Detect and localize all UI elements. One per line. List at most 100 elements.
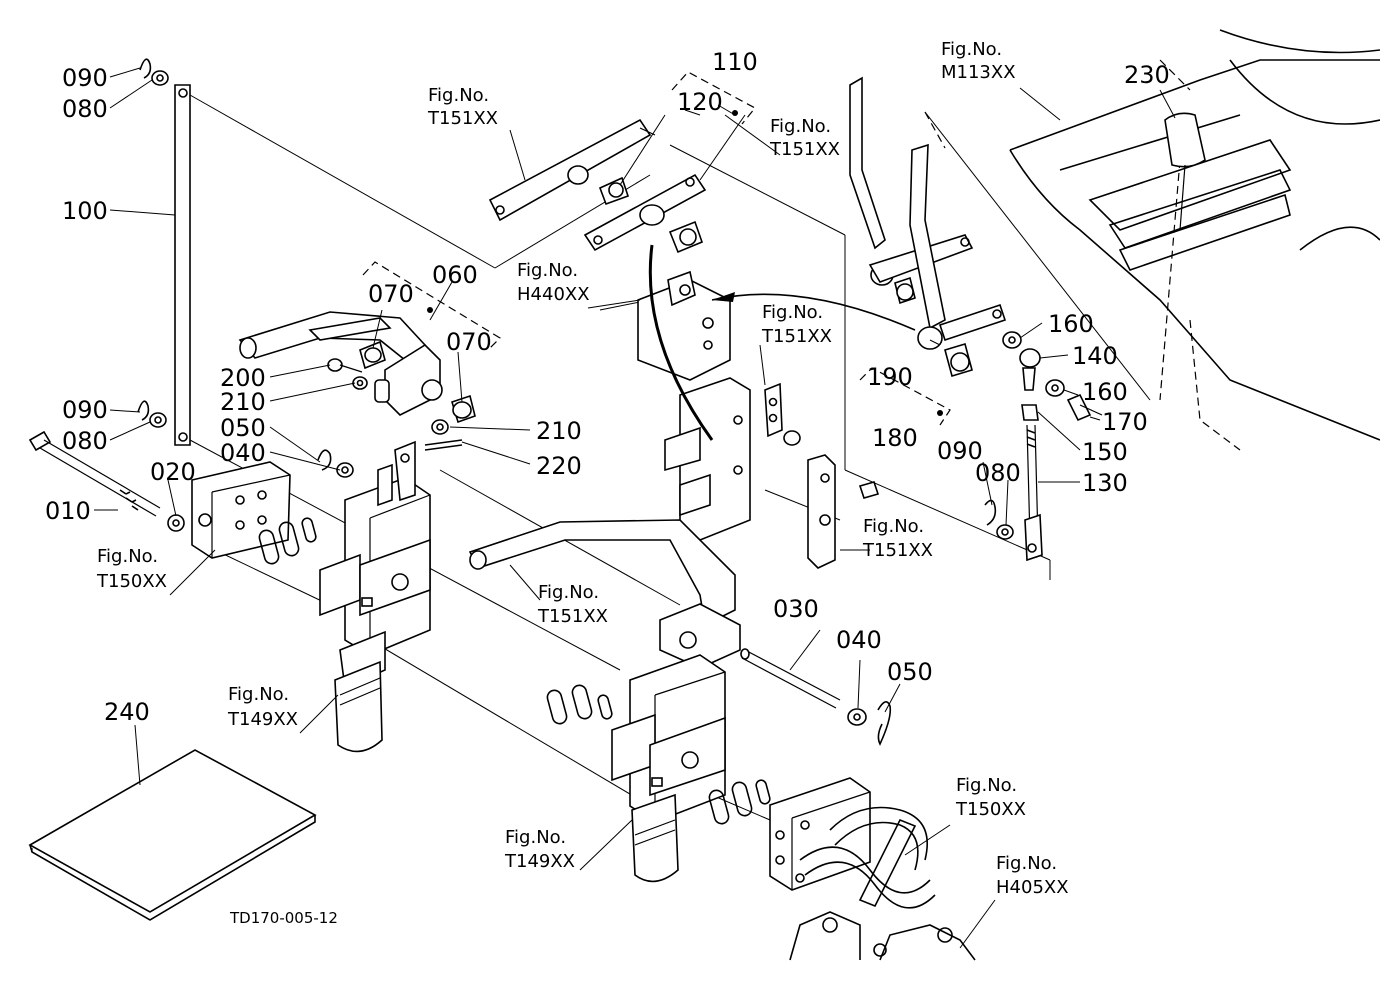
fig-prefix-3: Fig.No. xyxy=(941,39,1002,60)
owners-manual-240 xyxy=(28,749,317,921)
bracket-arm-right xyxy=(764,382,880,569)
label-080-mid: 080 xyxy=(62,427,108,455)
pin-090-mid xyxy=(137,400,150,421)
label-020: 020 xyxy=(150,458,196,486)
fig-ref-t150-right: T150XX xyxy=(955,799,1026,820)
control-valve-left xyxy=(319,440,431,753)
fig-prefix-8: Fig.No. xyxy=(538,582,599,603)
label-170: 170 xyxy=(1102,408,1148,436)
label-120: 120 xyxy=(677,88,723,116)
lift-link-rod-100 xyxy=(174,84,191,446)
fig-ref-t151-lower: T151XX xyxy=(537,606,608,627)
fig-prefix-2: Fig.No. xyxy=(770,116,831,137)
label-080-top: 080 xyxy=(62,95,108,123)
label-050-left: 050 xyxy=(220,414,266,442)
label-090-mid: 090 xyxy=(62,396,108,424)
fig-ref-t151-upper-right: T151XX xyxy=(769,139,840,160)
rod-130 xyxy=(1024,424,1043,562)
washer-160-a xyxy=(1002,331,1022,349)
pin-050-right xyxy=(877,701,892,746)
control-lever-center xyxy=(468,519,741,669)
label-240: 240 xyxy=(104,698,150,726)
label-030: 030 xyxy=(773,595,819,623)
label-090-top: 090 xyxy=(62,64,108,92)
label-160-a: 160 xyxy=(1048,310,1094,338)
label-230: 230 xyxy=(1124,61,1170,89)
label-140: 140 xyxy=(1072,342,1118,370)
label-110: 110 xyxy=(712,48,758,76)
label-210-right: 210 xyxy=(536,417,582,445)
washer-040-right xyxy=(847,708,867,726)
washer-210-left xyxy=(352,376,368,390)
label-180: 180 xyxy=(872,424,918,452)
label-040-left: 040 xyxy=(220,439,266,467)
label-190: 190 xyxy=(867,363,913,391)
fender-console xyxy=(1009,29,1380,451)
label-050-right: 050 xyxy=(887,658,933,686)
fig-ref-t150-left: T150XX xyxy=(96,571,167,592)
pin-030 xyxy=(740,648,841,709)
label-220: 220 xyxy=(536,452,582,480)
o-rings-left xyxy=(258,517,317,565)
washer-080-mid xyxy=(149,412,167,428)
fig-ref-t151-right: T151XX xyxy=(862,540,933,561)
ball-joint-140 xyxy=(1019,348,1041,391)
o-rings-right xyxy=(708,779,771,825)
bolt-010 xyxy=(28,430,161,517)
fig-prefix-1: Fig.No. xyxy=(428,85,489,106)
lever-knob-230 xyxy=(1164,112,1206,231)
bushing-110b xyxy=(668,220,704,254)
washer-160-b xyxy=(1045,379,1065,397)
fig-ref-t149-center: T149XX xyxy=(504,851,575,872)
fig-prefix-9: Fig.No. xyxy=(228,684,289,705)
fig-ref-t151-top: T151XX xyxy=(427,108,498,129)
fig-prefix-11: Fig.No. xyxy=(956,775,1017,796)
bolt-170 xyxy=(1066,393,1103,422)
fig-prefix-12: Fig.No. xyxy=(996,853,1057,874)
label-080-right: 080 xyxy=(975,459,1021,487)
bushing-190 xyxy=(894,276,916,305)
bushing-120 xyxy=(598,176,630,206)
fig-prefix-10: Fig.No. xyxy=(505,827,566,848)
pin-090-top xyxy=(139,58,152,79)
label-130: 130 xyxy=(1082,469,1128,497)
bushing-070-right xyxy=(451,394,476,424)
link-plate-110 xyxy=(583,173,707,252)
link-plate-upper xyxy=(488,118,656,222)
fig-ref-m113: M113XX xyxy=(941,62,1016,83)
washer-080-right xyxy=(996,524,1014,540)
fig-ref-t151-mid: T151XX xyxy=(761,326,832,347)
label-150: 150 xyxy=(1082,438,1128,466)
bushing-070-left xyxy=(359,340,386,370)
hydraulic-hoses xyxy=(789,806,976,961)
fig-prefix-4: Fig.No. xyxy=(517,260,578,281)
fig-ref-t149-left: T149XX xyxy=(227,709,298,730)
label-040-right: 040 xyxy=(836,626,882,654)
label-070-left: 070 xyxy=(368,280,414,308)
end-plate-left xyxy=(191,461,291,559)
pin-200 xyxy=(327,358,363,373)
cotter-220 xyxy=(424,439,463,451)
label-200: 200 xyxy=(220,364,266,392)
fig-ref-h440: H440XX xyxy=(517,284,590,305)
washer-210-right xyxy=(431,419,449,435)
part-labels: 090 080 100 090 080 010 020 200 210 050 … xyxy=(45,48,1170,726)
o-rings-center xyxy=(546,684,613,725)
end-plate-right xyxy=(769,777,871,891)
fig-prefix-7: Fig.No. xyxy=(97,546,158,567)
leader-lines xyxy=(94,67,1176,949)
diagram-code: TD170-005-12 xyxy=(229,909,338,927)
label-210-left: 210 xyxy=(220,388,266,416)
pin-090-right xyxy=(984,499,997,526)
label-160-b: 160 xyxy=(1082,378,1128,406)
washer-040-left xyxy=(336,462,354,478)
nut-150 xyxy=(1021,404,1039,421)
bushing-180 xyxy=(944,342,973,378)
label-100: 100 xyxy=(62,197,108,225)
label-090-right: 090 xyxy=(937,437,983,465)
label-060: 060 xyxy=(432,261,478,289)
label-010: 010 xyxy=(45,497,91,525)
washer-020 xyxy=(167,514,185,532)
control-valve-center xyxy=(611,654,726,883)
